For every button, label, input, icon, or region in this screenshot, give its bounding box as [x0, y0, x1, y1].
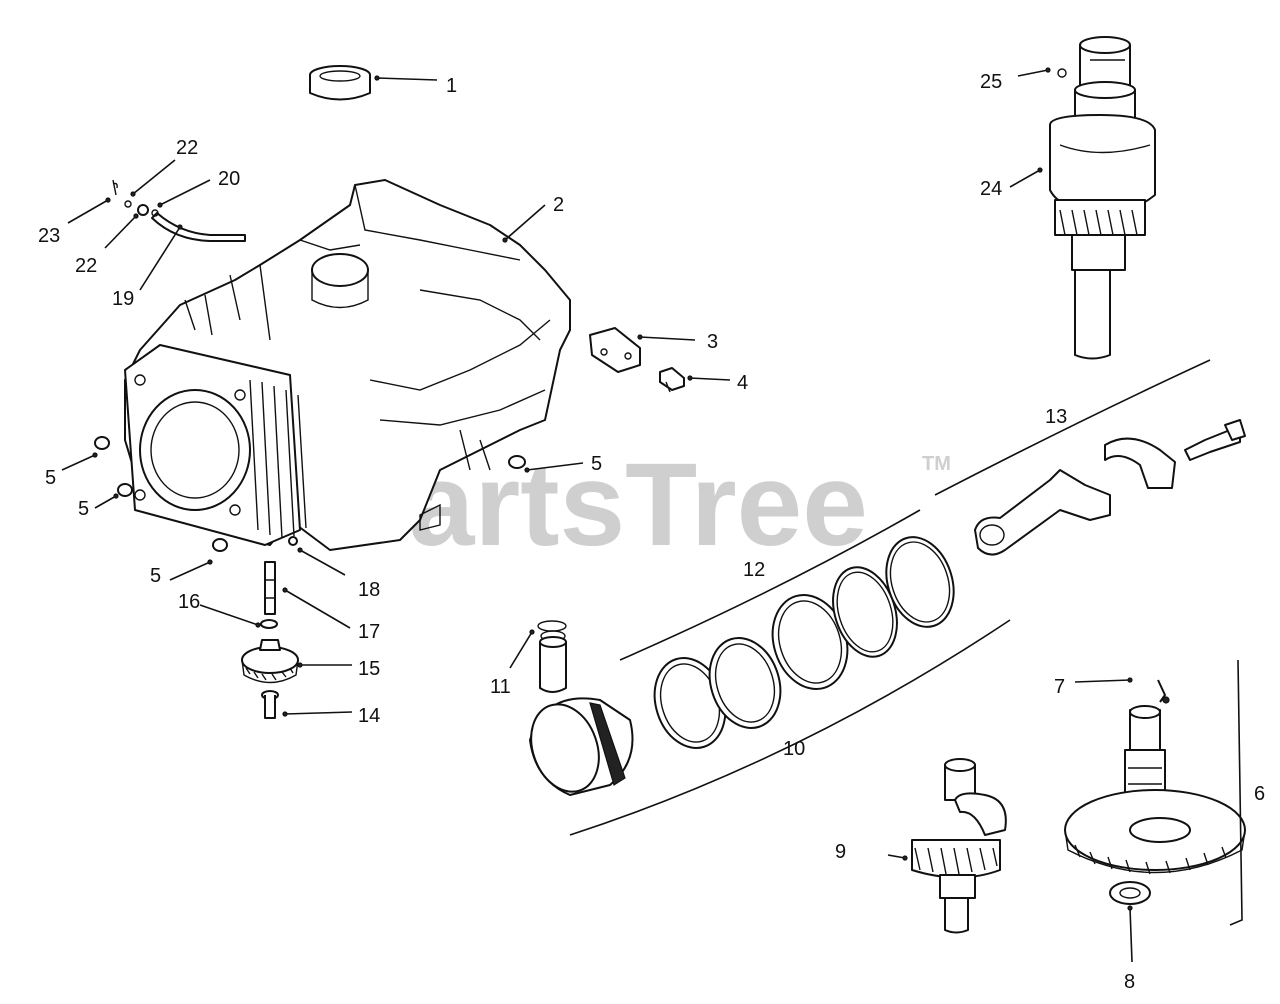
callout-25[interactable]: 25 — [980, 71, 1002, 93]
callout-24[interactable]: 24 — [980, 178, 1002, 200]
leader-lines — [61, 67, 1133, 963]
part-9-balance-shaft[interactable] — [911, 758, 1007, 934]
callout-5-a[interactable]: 5 — [45, 467, 56, 489]
callout-18[interactable]: 18 — [358, 579, 380, 601]
callout-23[interactable]: 23 — [38, 225, 60, 247]
callout-6[interactable]: 6 — [1254, 783, 1265, 805]
callout-17[interactable]: 17 — [358, 621, 380, 643]
callout-1[interactable]: 1 — [446, 75, 457, 97]
group-lines — [569, 359, 1243, 926]
callout-11[interactable]: 11 — [490, 676, 511, 698]
part-14-17-governor[interactable] — [241, 561, 299, 719]
part-10-piston[interactable] — [520, 695, 634, 801]
part-12-piston-rings[interactable] — [643, 528, 964, 757]
callout-8[interactable]: 8 — [1124, 971, 1135, 993]
part-2-crankcase[interactable] — [124, 179, 571, 551]
callout-19[interactable]: 19 — [112, 288, 134, 310]
part-13-connecting-rod[interactable] — [974, 419, 1246, 556]
part-24-crankshaft[interactable] — [1049, 36, 1156, 360]
part-1-seal[interactable] — [309, 65, 371, 101]
callout-13[interactable]: 13 — [1045, 406, 1067, 428]
callout-5-d[interactable]: 5 — [591, 453, 602, 475]
callout-12[interactable]: 12 — [743, 559, 765, 581]
part-5-dowels[interactable] — [94, 436, 526, 552]
callout-22-a[interactable]: 22 — [176, 137, 198, 159]
callout-14[interactable]: 14 — [358, 705, 380, 727]
callout-2[interactable]: 2 — [553, 194, 564, 216]
callout-9[interactable]: 9 — [835, 841, 846, 863]
callout-7[interactable]: 7 — [1054, 676, 1065, 698]
callout-22-b[interactable]: 22 — [75, 255, 97, 277]
part-11-piston-pin[interactable] — [537, 620, 567, 693]
callout-5-b[interactable]: 5 — [78, 498, 89, 520]
watermark-tm: TM — [922, 453, 951, 475]
callout-20[interactable]: 20 — [218, 168, 240, 190]
part-19-23-breather[interactable] — [112, 179, 246, 242]
callout-3[interactable]: 3 — [707, 331, 718, 353]
callout-15[interactable]: 15 — [358, 658, 380, 680]
callout-10[interactable]: 10 — [783, 738, 805, 760]
part-4-bolt[interactable] — [659, 367, 685, 393]
part-6-camshaft[interactable] — [1064, 679, 1246, 905]
callout-16[interactable]: 16 — [178, 591, 200, 613]
part-3-bracket[interactable] — [589, 327, 641, 373]
callout-5-c[interactable]: 5 — [150, 565, 161, 587]
callout-4[interactable]: 4 — [737, 372, 748, 394]
callout-labels: 1 2 3 4 5 5 5 5 6 7 8 9 10 11 12 13 14 1… — [38, 71, 1265, 993]
